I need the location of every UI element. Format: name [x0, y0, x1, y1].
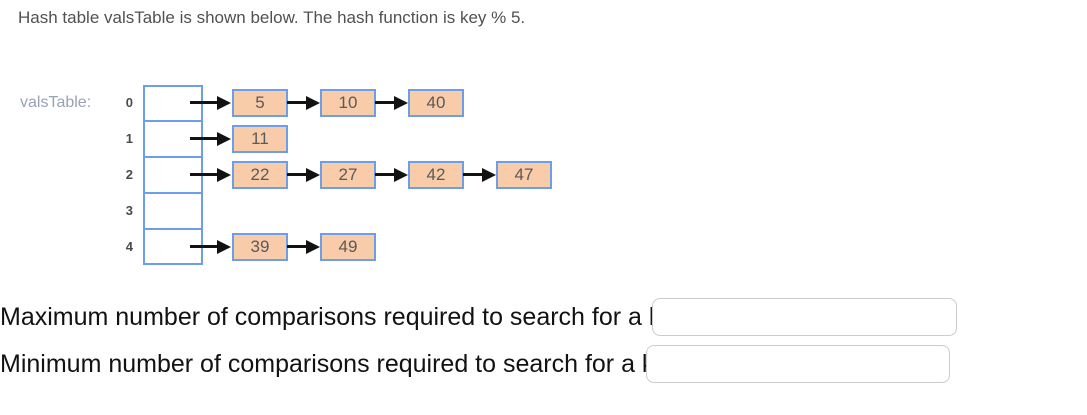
node-pointer-arrow-shaft — [375, 101, 396, 104]
list-node: 10 — [320, 89, 376, 117]
bucket-pointer-arrow-shaft — [190, 137, 219, 140]
node-pointer-arrow-head — [394, 96, 408, 110]
bucket-index-label: 4 — [125, 239, 133, 254]
table-name-label: valsTable: — [20, 94, 92, 111]
bucket-index-label: 3 — [125, 203, 133, 218]
bucket-pointer-arrow-shaft — [190, 245, 219, 248]
list-node: 42 — [408, 161, 464, 189]
list-node: 39 — [232, 233, 288, 261]
node-pointer-arrow-head — [394, 168, 408, 182]
list-node: 5 — [232, 89, 288, 117]
bucket-divider — [145, 228, 201, 230]
bucket-divider — [145, 156, 201, 158]
max-comparisons-input[interactable] — [652, 298, 957, 336]
bucket-divider — [145, 192, 201, 194]
question-max-label: Maximum number of comparisons required t… — [0, 303, 695, 331]
bucket-pointer-arrow-head — [217, 96, 231, 110]
problem-statement: Hash table valsTable is shown below. The… — [18, 8, 526, 27]
bucket-pointer-arrow-head — [217, 168, 231, 182]
bucket-pointer-arrow-shaft — [190, 101, 219, 104]
min-comparisons-input[interactable] — [646, 345, 950, 383]
bucket-divider — [145, 120, 201, 122]
list-node: 22 — [232, 161, 288, 189]
node-pointer-arrow-shaft — [287, 173, 308, 176]
bucket-pointer-arrow-head — [217, 132, 231, 146]
list-node: 27 — [320, 161, 376, 189]
bucket-pointer-arrow-shaft — [190, 173, 219, 176]
bucket-index-label: 0 — [125, 95, 133, 110]
node-pointer-arrow-head — [306, 168, 320, 182]
node-pointer-arrow-shaft — [375, 173, 396, 176]
node-pointer-arrow-head — [306, 96, 320, 110]
node-pointer-arrow-shaft — [463, 173, 484, 176]
node-pointer-arrow-shaft — [287, 101, 308, 104]
list-node: 49 — [320, 233, 376, 261]
node-pointer-arrow-head — [482, 168, 496, 182]
list-node: 47 — [496, 161, 552, 189]
question-max: Maximum number of comparisons required t… — [0, 298, 1087, 336]
bucket-index-label: 1 — [125, 131, 133, 146]
node-pointer-arrow-shaft — [287, 245, 308, 248]
bucket-index-label: 2 — [125, 167, 133, 182]
list-node: 40 — [408, 89, 464, 117]
node-pointer-arrow-head — [306, 240, 320, 254]
list-node: 11 — [232, 125, 288, 153]
question-min-label: Minimum number of comparisons required t… — [0, 350, 688, 378]
question-min: Minimum number of comparisons required t… — [0, 345, 1087, 383]
bucket-pointer-arrow-head — [217, 240, 231, 254]
